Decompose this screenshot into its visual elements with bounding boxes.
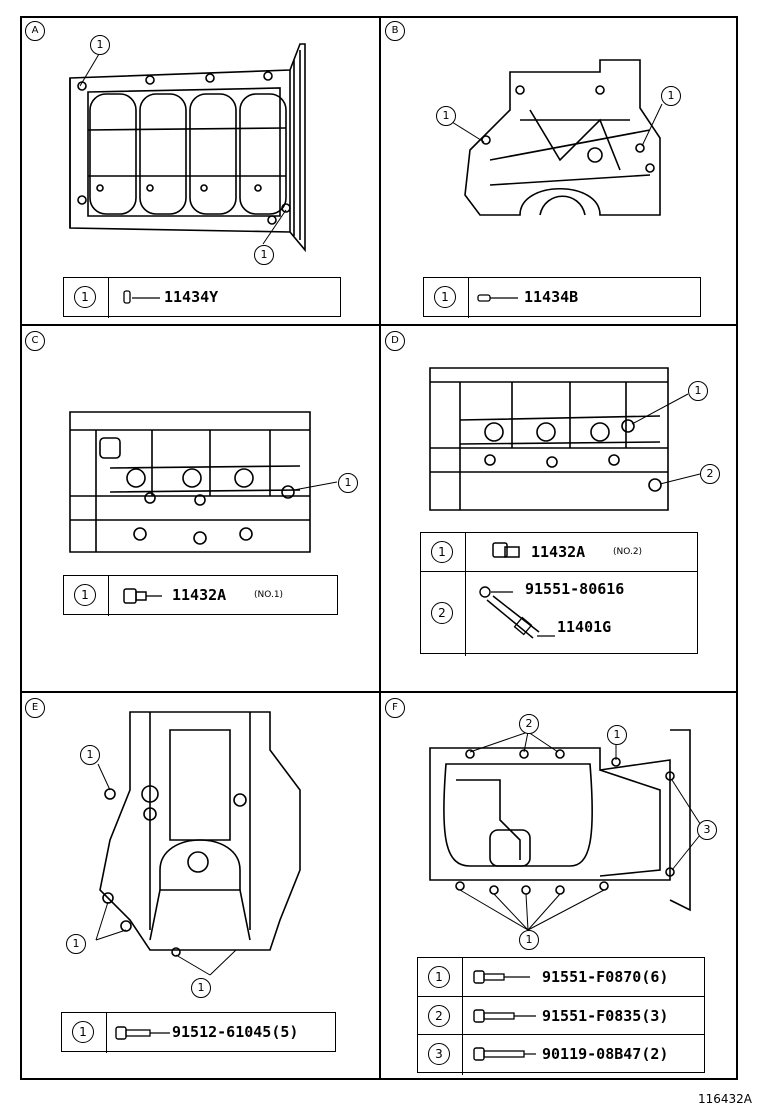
panel-c-label: C: [25, 331, 45, 351]
panel-f-oil-pan-drawing: [429, 729, 705, 931]
bolt-icon: [473, 970, 530, 984]
panel-f-callout-2: 2: [519, 714, 539, 734]
panel-d-callout-2: 2: [700, 464, 720, 484]
row-divider-1: [20, 324, 738, 326]
panel-e-callout-2: 1: [66, 934, 86, 954]
panel-f-callout-3: 3: [697, 820, 717, 840]
panel-a-callout-2: 1: [254, 245, 274, 265]
parts-row: 3 90119-08B47(2): [418, 1034, 704, 1075]
plug-icon: [123, 588, 162, 604]
part-number: 11434B: [524, 288, 579, 306]
parts-index-cell: 1: [424, 278, 469, 318]
parts-index-cell: 1: [418, 958, 463, 996]
panel-d-label: D: [385, 331, 405, 351]
part-number: 91551-F0870(6): [542, 968, 669, 986]
panel-f-callout-1-bottom: 1: [519, 930, 539, 950]
part-number: 90119-08B47(2): [542, 1045, 669, 1063]
part-note: (NO.2): [613, 547, 643, 557]
panel-b-label: B: [385, 21, 405, 41]
panel-b-parts-table: 1 11434B: [423, 277, 701, 318]
panel-d-callout-1: 1: [688, 381, 708, 401]
panel-b-callout-2: 1: [661, 86, 681, 106]
parts-row: 2 91551-80616 11401G: [421, 571, 697, 656]
part-number: 91551-F0835(3): [542, 1007, 669, 1025]
parts-index-cell: 2: [418, 997, 463, 1035]
panel-e-callout-1: 1: [80, 745, 100, 765]
panel-c-callout-1: 1: [338, 473, 358, 493]
plug-icon: [492, 542, 520, 558]
panel-a-engine-block-drawing: [69, 43, 306, 253]
parts-index: 1: [428, 966, 450, 988]
bolt-icon: [473, 1009, 536, 1023]
parts-row: 1 11432A (NO.2): [421, 533, 697, 571]
panel-e-callout-3: 1: [191, 978, 211, 998]
panel-b-callout-1: 1: [436, 106, 456, 126]
parts-index-cell: 1: [64, 576, 109, 616]
parts-index-cell: 2: [421, 572, 466, 656]
panel-e-engine-block-drawing: [95, 711, 301, 976]
figure-id: 116432A: [697, 1092, 752, 1106]
parts-row: 1 91551-F0870(6): [418, 958, 704, 996]
knock-pin-icon: [123, 290, 160, 304]
parts-index: 1: [74, 286, 96, 308]
straight-pin-icon: [477, 294, 518, 302]
panel-a-callout-1: 1: [90, 35, 110, 55]
column-divider: [379, 16, 381, 1080]
panel-e-parts-table: 1 91512-61045(5): [61, 1012, 336, 1053]
bolt-icon: [115, 1026, 170, 1040]
parts-index-cell: 1: [62, 1013, 107, 1053]
panel-a-parts-table: 1 11434Y: [63, 277, 341, 318]
panel-c-parts-table: 1 11432A (NO.1): [63, 575, 338, 616]
panel-c-engine-block-drawing: [69, 411, 338, 553]
part-number: 91551-80616: [525, 580, 625, 598]
part-number: 11401G: [557, 618, 612, 636]
parts-row: 1 11434B: [424, 278, 700, 318]
part-number: 11434Y: [164, 288, 219, 306]
panel-f-callout-1-top: 1: [607, 725, 627, 745]
parts-index-cell: 3: [418, 1035, 463, 1075]
panel-d-engine-block-drawing: [429, 367, 701, 511]
parts-index: 1: [74, 584, 96, 606]
panel-d-parts-table: 1 11432A (NO.2) 2 91551-80616 11401G: [420, 532, 698, 656]
part-note: (NO.1): [254, 590, 284, 600]
parts-index-cell: 1: [64, 278, 109, 318]
parts-index: 3: [428, 1043, 450, 1065]
parts-index: 1: [431, 541, 453, 563]
part-number: 91512-61045(5): [172, 1023, 299, 1041]
part-number: 11432A: [531, 543, 586, 561]
panel-f-label: F: [385, 698, 405, 718]
parts-index-cell: 1: [421, 533, 466, 571]
part-number: 11432A: [172, 586, 227, 604]
row-divider-2: [20, 691, 738, 693]
parts-index: 2: [428, 1005, 450, 1027]
oil-jet-assembly-icon: [479, 586, 555, 639]
parts-index: 1: [434, 286, 456, 308]
parts-row: 1 11434Y: [64, 278, 340, 318]
parts-row: 1 91512-61045(5): [62, 1013, 335, 1053]
panel-a-label: A: [25, 21, 45, 41]
panel-e-label: E: [25, 698, 45, 718]
parts-index: 2: [431, 602, 453, 624]
parts-index: 1: [72, 1021, 94, 1043]
parts-row: 1 11432A (NO.1): [64, 576, 337, 616]
panel-b-engine-block-drawing: [451, 59, 663, 216]
parts-row: 2 91551-F0835(3): [418, 996, 704, 1035]
stud-bolt-icon: [473, 1047, 536, 1061]
panel-f-parts-table: 1 91551-F0870(6) 2 91551-F0835(3) 3 9011…: [417, 957, 705, 1075]
